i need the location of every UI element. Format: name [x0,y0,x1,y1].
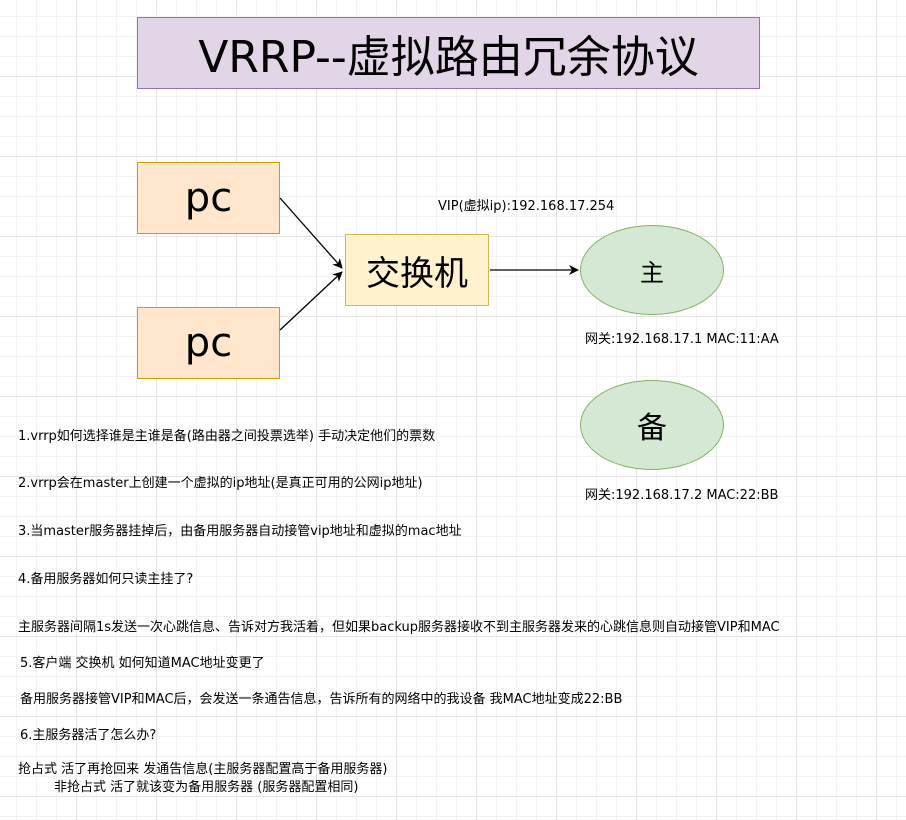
switch-node-label: 交换机 [366,253,468,294]
pc-node-bottom: pc [137,307,280,379]
note-6-non-preemptive: 非抢占式 活了就该变为备用服务器 (服务器配置相同) [54,780,359,795]
edge-pc-bottom-to-switch [279,271,343,331]
backup-router-node: 备 [580,380,724,470]
diagram-title: VRRP--虚拟路由冗余协议 [137,17,760,89]
backup-gateway-label: 网关:192.168.17.2 MAC:22:BB [585,488,779,503]
pc-node-bottom-label: pc [184,320,233,366]
note-5: 5.客户端 交换机 如何知道MAC地址变更了 [20,656,265,671]
pc-node-top-label: pc [184,175,233,221]
edge-pc-top-to-switch [279,197,343,269]
master-router-node: 主 [580,225,724,315]
note-5-answer: 备用服务器接管VIP和MAC后，会发送一条通告信息，告诉所有的网络中的我设备 我… [20,692,623,707]
note-4-answer: 主服务器间隔1s发送一次心跳信息、告诉对方我活着，但如果backup服务器接收不… [18,620,780,635]
note-1: 1.vrrp如何选择谁是主谁是备(路由器之间投票选举) 手动决定他们的票数 [18,429,436,444]
master-gateway-label: 网关:192.168.17.1 MAC:11:AA [585,332,779,347]
backup-router-label: 备 [637,411,667,446]
note-3: 3.当master服务器挂掉后，由备用服务器自动接管vip地址和虚拟的mac地址 [18,524,462,539]
pc-node-top: pc [137,162,280,234]
master-router-label: 主 [640,258,664,287]
note-4: 4.备用服务器如何只读主挂了? [18,572,194,587]
note-2: 2.vrrp会在master上创建一个虚拟的ip地址(是真正可用的公网ip地址) [18,476,423,491]
switch-node: 交换机 [345,234,489,306]
note-6: 6.主服务器活了怎么办? [20,728,157,743]
vip-label: VIP(虚拟ip):192.168.17.254 [438,199,615,214]
note-6-preemptive: 抢占式 活了再抢回来 发通告信息(主服务器配置高于备用服务器) [18,762,388,777]
